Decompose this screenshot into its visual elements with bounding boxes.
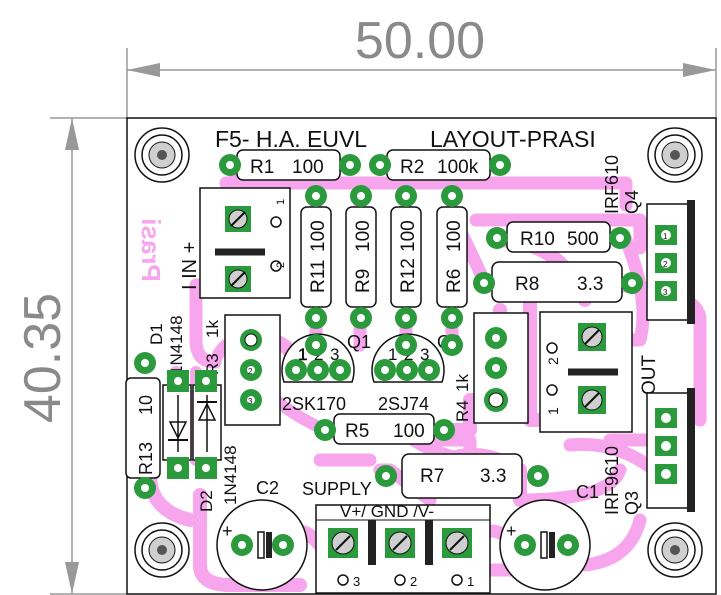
r6-value: 100 (444, 220, 465, 252)
c1-ref: C1 (576, 482, 599, 502)
r9-ref: R9 (353, 269, 374, 293)
q2-part: 2SJ74 (378, 394, 429, 414)
r4-ref: R4 (453, 400, 472, 422)
c2-ref: C2 (256, 478, 279, 498)
svg-text:1: 1 (545, 407, 561, 415)
r1-ref: R1 (250, 157, 274, 178)
svg-text:2: 2 (410, 574, 417, 589)
mounting-hole-bottom-left (134, 522, 190, 578)
r7-value: 3.3 (480, 466, 506, 487)
d1-ref: D1 (147, 323, 166, 345)
trimmer-r4 (473, 312, 529, 424)
svg-text:2: 2 (248, 367, 253, 376)
out-label: OUT (639, 355, 660, 396)
capacitor-c2: + (216, 499, 308, 591)
svg-text:3: 3 (420, 345, 429, 364)
r4-value: 1k (453, 374, 472, 392)
mirror-text: Prasi (136, 218, 166, 282)
d2-ref: D2 (197, 490, 216, 512)
r5-value: 100 (393, 421, 425, 442)
r12-ref: R12 (398, 258, 419, 293)
supply-pins: V+/ GND /V- (340, 502, 434, 521)
diode-d2 (192, 384, 222, 461)
resistor-r11: R11 100 (300, 185, 332, 329)
transistor-q3 (646, 388, 695, 512)
resistor-r5: R5 100 (314, 413, 455, 445)
resistor-r9: R9 100 (345, 185, 377, 329)
supply-label: SUPPLY (302, 479, 372, 499)
q4-ref: Q4 (622, 190, 642, 214)
svg-text:3: 3 (248, 397, 253, 406)
r12-value: 100 (398, 220, 419, 252)
transistor-q4: 1 2 3 (646, 200, 695, 324)
svg-text:1: 1 (388, 345, 397, 364)
svg-text:3: 3 (330, 345, 339, 364)
q4-part: IRF610 (602, 155, 622, 214)
resistor-r8: R8 3.3 (473, 261, 643, 303)
width-dimension: 50.00 (355, 12, 485, 70)
input-pin-2: 2 (275, 262, 287, 268)
dimension-lines (50, 48, 717, 595)
q3-ref: Q3 (622, 491, 642, 515)
diode-d1 (162, 384, 192, 461)
input-pin-1: 1 (275, 199, 287, 205)
supply-connector: 3 2 1 (315, 504, 491, 594)
output-connector: 2 1 (539, 311, 633, 433)
resistor-r10: R10 500 (486, 221, 631, 253)
svg-text:+: + (222, 521, 233, 541)
resistor-r1: R1 100 (219, 149, 361, 181)
resistor-r7: R7 3.3 (375, 453, 549, 499)
height-dimension: 40.35 (14, 293, 72, 423)
r11-value: 100 (308, 220, 329, 252)
resistor-r6: R6 100 (436, 185, 468, 329)
svg-text:1: 1 (663, 232, 668, 241)
r6-ref: R6 (444, 269, 465, 293)
q1-ref: Q1 (347, 332, 371, 352)
r9-value: 100 (353, 220, 374, 252)
r2-ref: R2 (400, 157, 424, 178)
svg-text:1: 1 (467, 574, 474, 589)
r13-ref: R13 (136, 442, 156, 475)
transistor-q1: 1 2 3 (281, 333, 355, 383)
r11-ref: R11 (308, 260, 329, 293)
resistor-r2: R2 100k (369, 149, 511, 181)
r10-ref: R10 (520, 229, 555, 250)
r2-value: 100k (437, 157, 479, 178)
r7-ref: R7 (420, 466, 444, 487)
r3-value: 1k (203, 320, 222, 338)
board-title: F5- H.A. EUVL (215, 126, 367, 152)
r8-value: 3.3 (577, 274, 603, 295)
board-subtitle: LAYOUT-PRASI (430, 126, 596, 152)
svg-text:+: + (506, 521, 517, 541)
d1-part: 1N4148 (167, 315, 186, 375)
mounting-hole-top-left (134, 127, 190, 183)
d2-part: 1N4148 (221, 445, 240, 505)
q3-part: IRF9610 (602, 446, 622, 515)
svg-text:3: 3 (353, 574, 360, 589)
mounting-hole-bottom-right (647, 522, 703, 578)
r8-ref: R8 (515, 274, 539, 295)
resistor-r13: R13 10 (125, 377, 161, 479)
resistor-r12: R12 100 (390, 185, 422, 329)
r1-value: 100 (292, 157, 324, 178)
trimmer-r3: 2 3 (224, 314, 281, 426)
r3-ref: R3 (203, 353, 222, 375)
svg-text:1: 1 (298, 345, 307, 364)
mounting-hole-top-right (647, 127, 703, 183)
svg-text:3: 3 (663, 288, 668, 297)
r5-ref: R5 (345, 421, 369, 442)
svg-text:2: 2 (545, 357, 561, 365)
capacitor-c1: + (499, 499, 591, 591)
input-connector: 1 2 (199, 187, 291, 299)
svg-text:2: 2 (663, 260, 668, 269)
input-label: I IN + (179, 242, 201, 290)
r13-value: 10 (136, 395, 156, 415)
r10-value: 500 (567, 229, 599, 250)
q1-part: 2SK170 (282, 394, 346, 414)
